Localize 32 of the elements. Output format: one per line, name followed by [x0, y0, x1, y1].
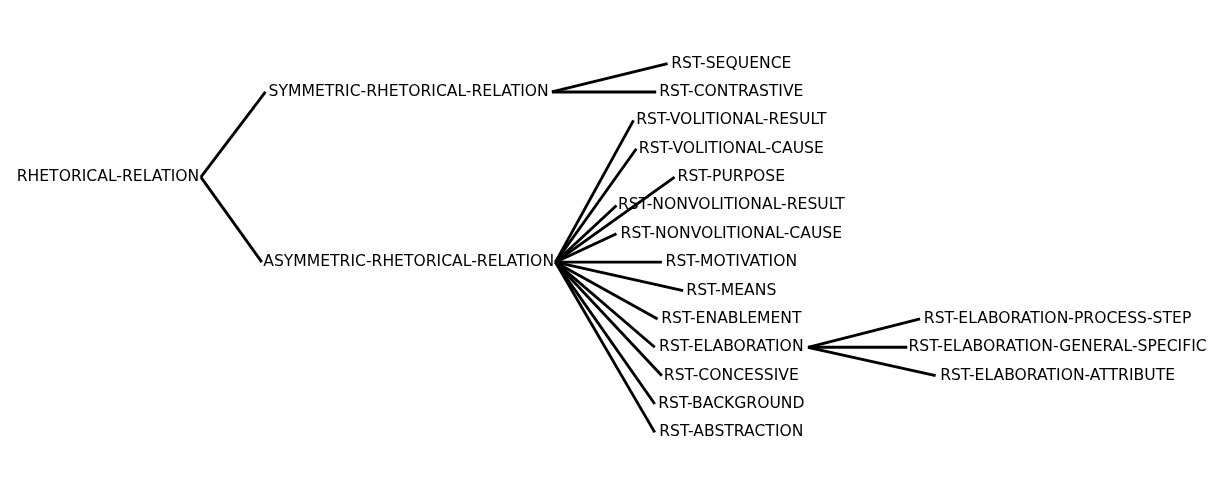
node-text: RST-ELABORATION-PROCESS-STEP [923, 308, 1192, 327]
node-text: SYMMETRIC-RHETORICAL-RELATION [268, 81, 549, 100]
connector [554, 119, 635, 263]
node-text: RST-ENABLEMENT [661, 308, 802, 327]
connector [554, 147, 638, 263]
node-text: RST-VOLITIONAL-CAUSE [638, 138, 824, 157]
node-text: RST-ELABORATION [659, 336, 804, 355]
node-text: RST-VOLITIONAL-RESULT [636, 109, 827, 128]
connector [199, 90, 267, 178]
node-text: RST-PURPOSE [677, 166, 786, 185]
node-text: RST-MOTIVATION [665, 251, 798, 270]
connector [554, 260, 656, 433]
node-text: ASYMMETRIC-RHETORICAL-RELATION [263, 251, 555, 270]
node-text: RST-BACKGROUND [658, 393, 805, 412]
connector [807, 345, 936, 377]
connector [199, 175, 263, 263]
connector [554, 175, 676, 263]
node-text: RST-MEANS [686, 280, 777, 299]
node-text: RST-CONCESSIVE [663, 365, 799, 384]
node-text: RST-ELABORATION-ATTRIBUTE [940, 365, 1176, 384]
connector [551, 61, 668, 93]
node-text: RST-SEQUENCE [671, 53, 792, 72]
connector [554, 260, 656, 405]
connector [807, 317, 921, 349]
node-text: RHETORICAL-RELATION [16, 166, 200, 185]
node-text: RST-CONTRASTIVE [659, 81, 804, 100]
node-text: RST-ABSTRACTION [659, 421, 804, 440]
connector [551, 90, 657, 93]
connector [554, 203, 618, 263]
node-text: RST-ELABORATION-GENERAL-SPECIFIC [908, 336, 1207, 355]
node-text: RST-NONVOLITIONAL-CAUSE [620, 223, 843, 242]
connector [554, 260, 663, 377]
